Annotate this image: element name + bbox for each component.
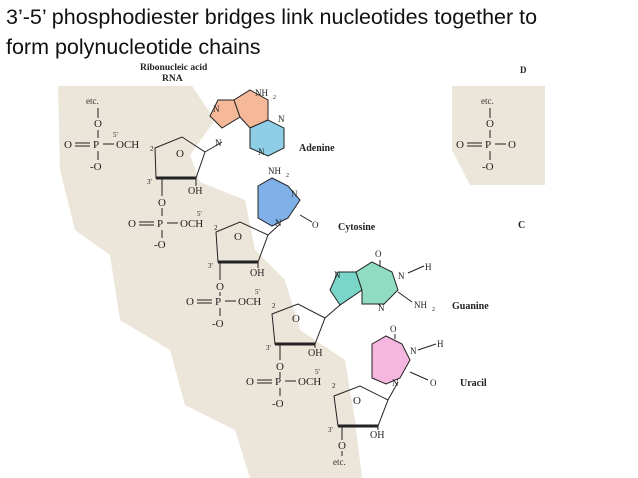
phosphate-group-1: O O P OCH 2 5' -O [64, 108, 154, 173]
svg-text:O: O [456, 139, 464, 151]
svg-text:2: 2 [273, 95, 276, 101]
svg-text:O: O [176, 148, 184, 160]
svg-text:P: P [275, 376, 281, 388]
ribose-sugar-1: O 3' OH [147, 136, 223, 197]
svg-text:NH: NH [255, 88, 268, 98]
ribose-sugar-3: O 3' OH [266, 303, 341, 360]
svg-text:O: O [234, 231, 242, 243]
svg-text:5': 5' [197, 210, 202, 218]
svg-text:O: O [292, 313, 300, 325]
svg-text:P: P [485, 139, 491, 151]
label-cytosine: Cytosine [338, 222, 376, 233]
svg-text:2: 2 [214, 224, 218, 232]
svg-text:P: P [215, 296, 221, 308]
cytosine-base: NH 2 N N O [257, 166, 319, 230]
label-uracil: Uracil [460, 378, 487, 389]
label-adenine: Adenine [299, 143, 335, 154]
svg-text:2: 2 [332, 382, 336, 390]
svg-text:O: O [246, 376, 254, 388]
svg-text:2: 2 [272, 302, 276, 310]
svg-text:N: N [258, 147, 265, 157]
svg-text:2: 2 [432, 307, 435, 313]
svg-text:N: N [398, 271, 405, 281]
backbone-band-right [452, 86, 545, 185]
backbone-band-left [58, 86, 362, 478]
svg-text:N: N [275, 218, 282, 228]
etc-top-right: etc. [481, 96, 494, 106]
phosphate-group-right: O O P O -O [456, 108, 516, 173]
header-label-sub: RNA [162, 74, 183, 84]
svg-text:N: N [291, 189, 298, 199]
svg-text:NH: NH [268, 166, 281, 176]
svg-text:OH: OH [308, 348, 322, 359]
phosphate-group-3: O O P OCH 2 5' -O [186, 281, 276, 330]
svg-text:N: N [410, 346, 417, 356]
svg-text:O: O [276, 361, 284, 373]
header-label-right: D [520, 65, 527, 75]
svg-text:5': 5' [255, 288, 260, 296]
svg-text:O: O [390, 324, 397, 334]
etc-bottom: etc. [333, 457, 346, 467]
svg-text:-O: -O [212, 318, 224, 330]
svg-text:O: O [486, 118, 494, 130]
etc-top-left: etc. [86, 96, 99, 106]
svg-text:2: 2 [286, 173, 289, 179]
svg-text:3': 3' [147, 178, 152, 186]
svg-text:P: P [157, 218, 163, 230]
svg-text:3': 3' [208, 262, 213, 270]
svg-text:-O: -O [272, 398, 284, 410]
svg-text:N: N [213, 104, 220, 114]
svg-text:O: O [375, 249, 382, 259]
svg-text:H: H [437, 339, 444, 349]
label-right-partial: C [518, 220, 525, 231]
svg-text:-O: -O [482, 161, 494, 173]
svg-text:O: O [216, 281, 224, 293]
svg-text:N: N [334, 270, 341, 280]
svg-text:O: O [64, 139, 72, 151]
svg-text:N: N [392, 378, 399, 388]
svg-text:P: P [93, 139, 99, 151]
svg-text:O: O [508, 139, 516, 151]
slide-title: 3’-5’ phosphodiester bridges link nucleo… [6, 5, 538, 59]
svg-text:OCH: OCH [180, 218, 203, 230]
svg-text:OCH: OCH [238, 296, 261, 308]
svg-text:OH: OH [370, 430, 384, 441]
svg-text:N: N [215, 138, 222, 148]
phosphate-group-2: O O P OCH 2 5' -O [128, 197, 218, 251]
header-label-main: Ribonucleic acid [140, 63, 208, 73]
svg-text:2: 2 [150, 145, 154, 153]
svg-text:O: O [353, 395, 361, 407]
guanine-base: N N N H O NH 2 [329, 249, 435, 313]
svg-text:H: H [425, 262, 432, 272]
svg-text:O: O [430, 378, 437, 388]
label-guanine: Guanine [452, 301, 489, 312]
svg-text:3': 3' [328, 426, 333, 434]
svg-text:N: N [378, 303, 385, 313]
uracil-base: O N H N O [371, 324, 444, 388]
svg-text:5': 5' [113, 131, 118, 139]
svg-text:-O: -O [90, 161, 102, 173]
ribose-sugar-2: O 3' OH [208, 221, 281, 280]
svg-text:O: O [338, 440, 346, 452]
svg-text:O: O [94, 118, 102, 130]
svg-text:OCH: OCH [298, 376, 321, 388]
ribose-sugar-4: O 3' OH O [328, 381, 399, 456]
svg-text:3': 3' [266, 344, 271, 352]
svg-text:5': 5' [315, 368, 320, 376]
svg-text:OH: OH [188, 186, 202, 197]
svg-text:OH: OH [250, 268, 264, 279]
phosphate-group-4: O O P OCH 2 5' -O [246, 361, 336, 410]
svg-text:O: O [186, 296, 194, 308]
svg-text:O: O [312, 220, 319, 230]
svg-text:NH: NH [414, 300, 427, 310]
svg-text:OCH: OCH [116, 139, 139, 151]
svg-text:O: O [158, 197, 166, 209]
adenine-base: N N N N NH 2 [209, 88, 285, 157]
svg-text:O: O [128, 218, 136, 230]
svg-text:N: N [278, 114, 285, 124]
svg-text:-O: -O [154, 239, 166, 251]
